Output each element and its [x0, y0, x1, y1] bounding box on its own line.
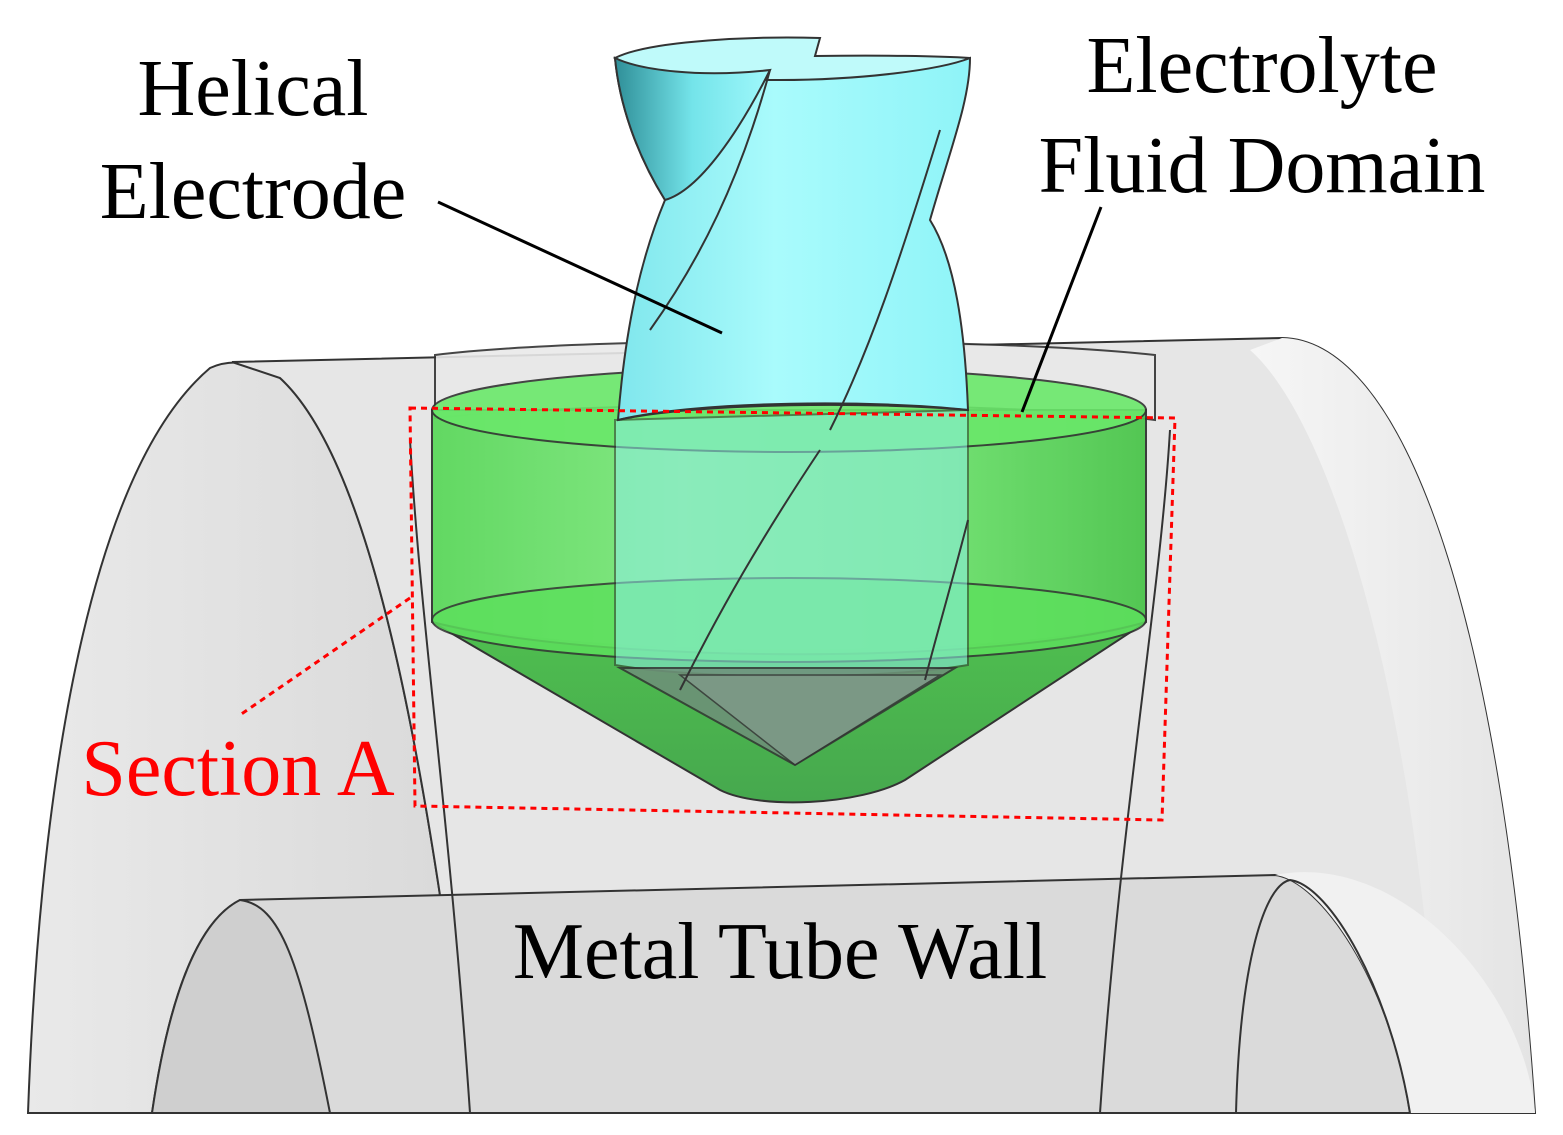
- label-electrode: Electrode: [100, 148, 406, 236]
- tube-inner-left-shadow: [150, 898, 332, 1114]
- electrode-helix-edge-3: [679, 449, 821, 691]
- tube-right-end-face: [1250, 338, 1535, 1113]
- electrode-lower-body: [614, 408, 969, 678]
- tube-inner-right-edge: [1235, 878, 1411, 1114]
- tube-hole-right-edge: [1099, 429, 1171, 1114]
- label-metal-tube-wall: Metal Tube Wall: [513, 908, 1047, 996]
- electrode-helix-edge-4: [924, 519, 969, 681]
- section-a-leader: [239, 596, 411, 717]
- tube-inner-right-face: [1275, 872, 1535, 1113]
- fluid-leader-line: [1020, 206, 1103, 413]
- label-helical: Helical: [138, 45, 369, 133]
- section-a-box: [408, 406, 1177, 822]
- electrode-tip-face: [677, 674, 943, 766]
- electrode-helix-edge-2: [829, 129, 941, 431]
- helical-electrode: [612, 36, 972, 767]
- label-section-a: Section A: [81, 725, 395, 813]
- electrode-leader-line: [437, 200, 723, 335]
- tube-hole-left-edge: [409, 439, 471, 1114]
- electrode-rim-line: [617, 403, 969, 421]
- label-fluid-domain: Fluid Domain: [1039, 122, 1486, 210]
- section-a-highlight: [239, 406, 1177, 822]
- electrode-flute-dark: [613, 56, 772, 202]
- electrode-helix-edge-1: [649, 69, 771, 331]
- label-electrolyte-line1: Electrolyte: [1087, 22, 1438, 110]
